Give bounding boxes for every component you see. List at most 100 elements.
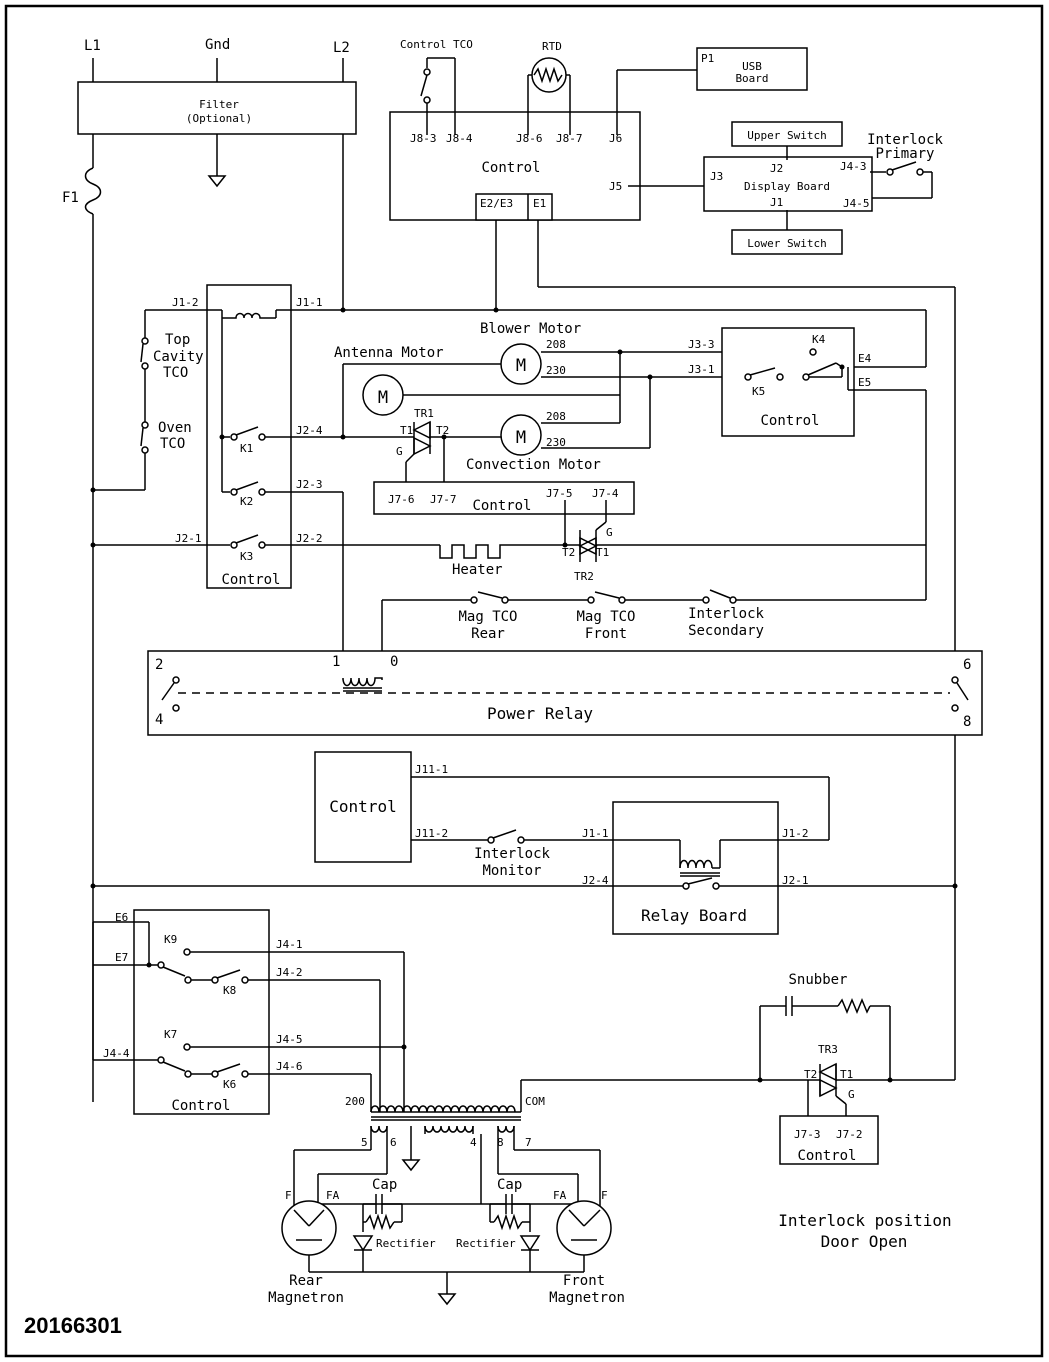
interlock-primary-switch-icon <box>870 161 933 199</box>
tr3-t1: T1 <box>840 1068 853 1081</box>
cap-right-label: Cap <box>497 1177 522 1193</box>
pin-j7-7: J7-7 <box>430 493 457 506</box>
rectifier-right-label: Rectifier <box>456 1237 516 1250</box>
heater-label: Heater <box>452 562 503 578</box>
pin-j11-2: J11-2 <box>415 827 448 840</box>
antenna-motor-icon: M <box>340 364 620 440</box>
k-control-box: Control K4 K5 E4 E5 <box>721 327 872 437</box>
front-magnetron-icon <box>556 1200 612 1256</box>
top-control-title: Control <box>481 160 540 176</box>
rectifier-left-label: Rectifier <box>376 1237 436 1250</box>
k-control-j3-1: J3-1 <box>688 363 715 376</box>
front-magnetron-fa: FA <box>553 1189 567 1202</box>
relay-board-bus <box>90 883 958 889</box>
label-l1: L1 <box>84 38 101 54</box>
blower-motor-label: Blower Motor <box>480 321 581 337</box>
blower-motor-icon: M <box>343 343 810 385</box>
display-j2: J2 <box>770 162 783 175</box>
k-control-e4: E4 <box>858 352 872 365</box>
top-cavity-line1: Top <box>165 332 190 348</box>
k-lower-j4-2: J4-2 <box>276 966 303 979</box>
rear-magnetron-f: F <box>285 1189 292 1202</box>
usb-p1: P1 <box>701 52 714 65</box>
oven-tco-line2: TCO <box>160 436 185 452</box>
front-magnetron-line1: Front <box>563 1273 605 1289</box>
tr2-g: G <box>606 526 613 539</box>
power-relay-box: Power Relay 2 4 1 0 6 8 <box>147 650 983 736</box>
blower-208: 208 <box>546 338 566 351</box>
k-lower-control-title: Control <box>171 1098 230 1114</box>
mag-tco-front-line2: Front <box>585 626 627 642</box>
top-cavity-tco-switch-icon <box>140 310 149 422</box>
mag-tco-front-line1: Mag TCO <box>576 609 635 625</box>
power-relay-p4: 4 <box>155 712 163 728</box>
j11-wires <box>411 776 830 844</box>
relay-k1: K1 <box>240 442 253 455</box>
relay-board-j2-4: J2-4 <box>582 874 609 887</box>
tr1-g: G <box>396 445 403 458</box>
tr3-g: G <box>848 1088 855 1101</box>
transformer-4: 4 <box>470 1136 477 1149</box>
usb-board: P1 USB Board <box>696 47 808 91</box>
pin-j8-7: J8-7 <box>556 132 583 145</box>
power-relay-p1: 1 <box>332 654 340 670</box>
relay-j2-1: J2-1 <box>175 532 202 545</box>
relay-control-title: Control <box>221 572 280 588</box>
tr3-triac-icon <box>760 1062 955 1116</box>
tr1-triac-icon <box>343 420 501 482</box>
label-gnd: Gnd <box>205 37 230 53</box>
relay-board-j1-1: J1-1 <box>582 827 609 840</box>
control-tco-switch-icon <box>420 57 456 135</box>
transformer-feed <box>370 952 763 1112</box>
pin-j8-4: J8-4 <box>446 132 473 145</box>
display-board: Display Board J2 J3 J1 J4-3 J4-5 <box>703 156 873 212</box>
mid-control-box: Control J7-6 J7-7 J7-5 J7-4 <box>373 481 635 515</box>
pin-j8-3: J8-3 <box>410 132 437 145</box>
k-lower-k8: K8 <box>223 984 236 997</box>
diagram-border <box>4 4 1044 1358</box>
k-lower-j4-4: J4-4 <box>103 1047 130 1060</box>
control-box-j11: Control <box>314 751 412 863</box>
relay-k2: K2 <box>240 495 253 508</box>
interlock-position-line1: Interlock position <box>778 1211 951 1230</box>
mag-tco-rear-line2: Rear <box>471 626 505 642</box>
relay-board: Relay Board <box>612 801 779 935</box>
convection-230: 230 <box>546 436 566 449</box>
tr1-t2: T2 <box>436 424 449 437</box>
k-control-j3-3: J3-3 <box>688 338 715 351</box>
display-j1: J1 <box>770 196 783 209</box>
label-f1: F1 <box>62 190 79 206</box>
rear-magnetron-fa: FA <box>326 1189 340 1202</box>
rear-magnetron-line2: Magnetron <box>268 1290 344 1306</box>
k-lower-control-box: Control K9 K8 K7 K6 <box>133 909 270 1115</box>
power-relay-p0: 0 <box>390 654 398 670</box>
k-lower-j4-5: J4-5 <box>276 1033 303 1046</box>
part-number: 20166301 <box>24 1313 122 1338</box>
upper-switch: Upper Switch <box>731 121 843 160</box>
display-j4-5: J4-5 <box>843 197 870 210</box>
usb-line1: USB <box>742 60 762 73</box>
snubber-icon <box>759 996 891 1080</box>
mag-tco-rear-line1: Mag TCO <box>458 609 517 625</box>
cap-left-icon <box>362 1194 403 1232</box>
pin-j6: J6 <box>609 132 622 145</box>
relay-k3: K3 <box>240 550 253 563</box>
bottom-control-box: J7-3 J7-2 Control <box>779 1115 879 1165</box>
filter-subtitle: (Optional) <box>186 112 252 125</box>
snubber-label: Snubber <box>788 972 847 988</box>
usb-line2: Board <box>735 72 768 85</box>
k-control-title: Control <box>760 413 819 429</box>
motor-interconnect <box>541 349 653 449</box>
heater-icon <box>439 544 580 559</box>
transformer-icon <box>370 1105 521 1133</box>
front-magnetron-line2: Magnetron <box>549 1290 625 1306</box>
k-lower-contacts-icon <box>92 921 404 1078</box>
interlock-primary-line2: Primary <box>875 146 934 162</box>
k-control-e5: E5 <box>858 376 871 389</box>
relay-j1-1: J1-1 <box>296 296 323 309</box>
k-control-k4: K4 <box>812 333 826 346</box>
display-j3: J3 <box>710 170 723 183</box>
usb-wire <box>616 69 697 135</box>
rectifier-right-icon <box>519 1235 541 1272</box>
